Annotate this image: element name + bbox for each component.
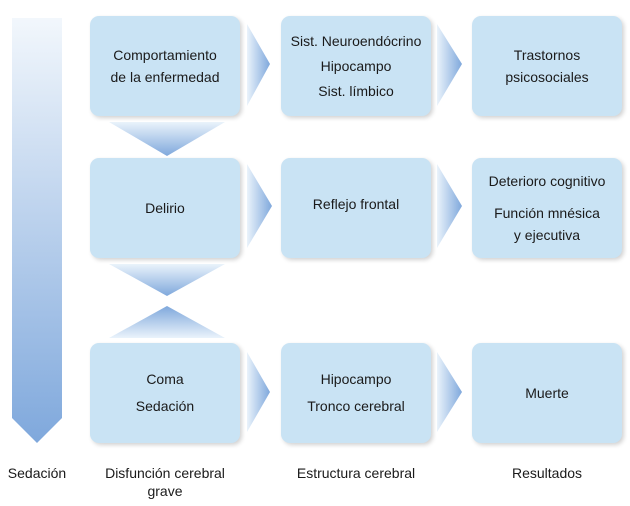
box-r2-structure: Reflejo frontal [281,158,431,258]
text: Reflejo frontal [312,196,400,212]
down-arrow-2 [109,264,225,296]
text: Delirio [145,200,185,216]
right-arrow-r3-a [247,352,270,432]
label-results: Resultados [511,465,583,481]
box-r2-dysfunction: Delirio [90,158,240,258]
text: Función mnésica [494,205,600,221]
box-r3-results: Muerte [472,343,622,443]
right-arrow-r2-a [247,164,272,248]
label-dysfunction: Disfunción cerebral grave [105,465,225,499]
box-r2-results: Deterioro cognitivo Función mnésica y ej… [472,158,622,258]
up-arrow-3 [109,306,225,338]
text: psicosociales [505,69,589,85]
text: de la enfermedad [110,69,220,85]
text: Sist. Neuroendócrino [290,32,422,49]
box-r1-results: Trastornos psicosociales [472,16,622,116]
text: Trastornos [513,47,581,63]
text: y ejecutiva [513,227,581,243]
label-sedation: Sedación [7,465,67,481]
label-structure: Estructura cerebral [296,465,416,481]
right-arrow-r2-b [437,164,462,248]
text: Sist. límbico [318,82,394,99]
text: Hipocampo [320,57,392,74]
box-r1-structure: Sist. Neuroendócrino Hipocampo Sist. lím… [281,16,431,116]
box-r1-dysfunction: Comportamiento de la enfermedad [90,16,240,116]
text: Tronco cerebral [307,398,405,414]
box-r3-structure: Hipocampo Tronco cerebral [281,343,431,443]
down-arrow-1 [109,122,225,156]
text: Deterioro cognitivo [488,173,606,189]
text: Coma [146,371,184,387]
right-arrow-r1-a [247,24,270,106]
text: Sedación [135,398,195,414]
text: Hipocampo [320,371,392,387]
text: Comportamiento [113,47,217,63]
right-arrow-r3-b [437,352,462,432]
right-arrow-r1-b [437,24,462,106]
box-r3-dysfunction: Coma Sedación [90,343,240,443]
sedation-arrow [12,18,62,443]
text: Muerte [525,385,569,401]
